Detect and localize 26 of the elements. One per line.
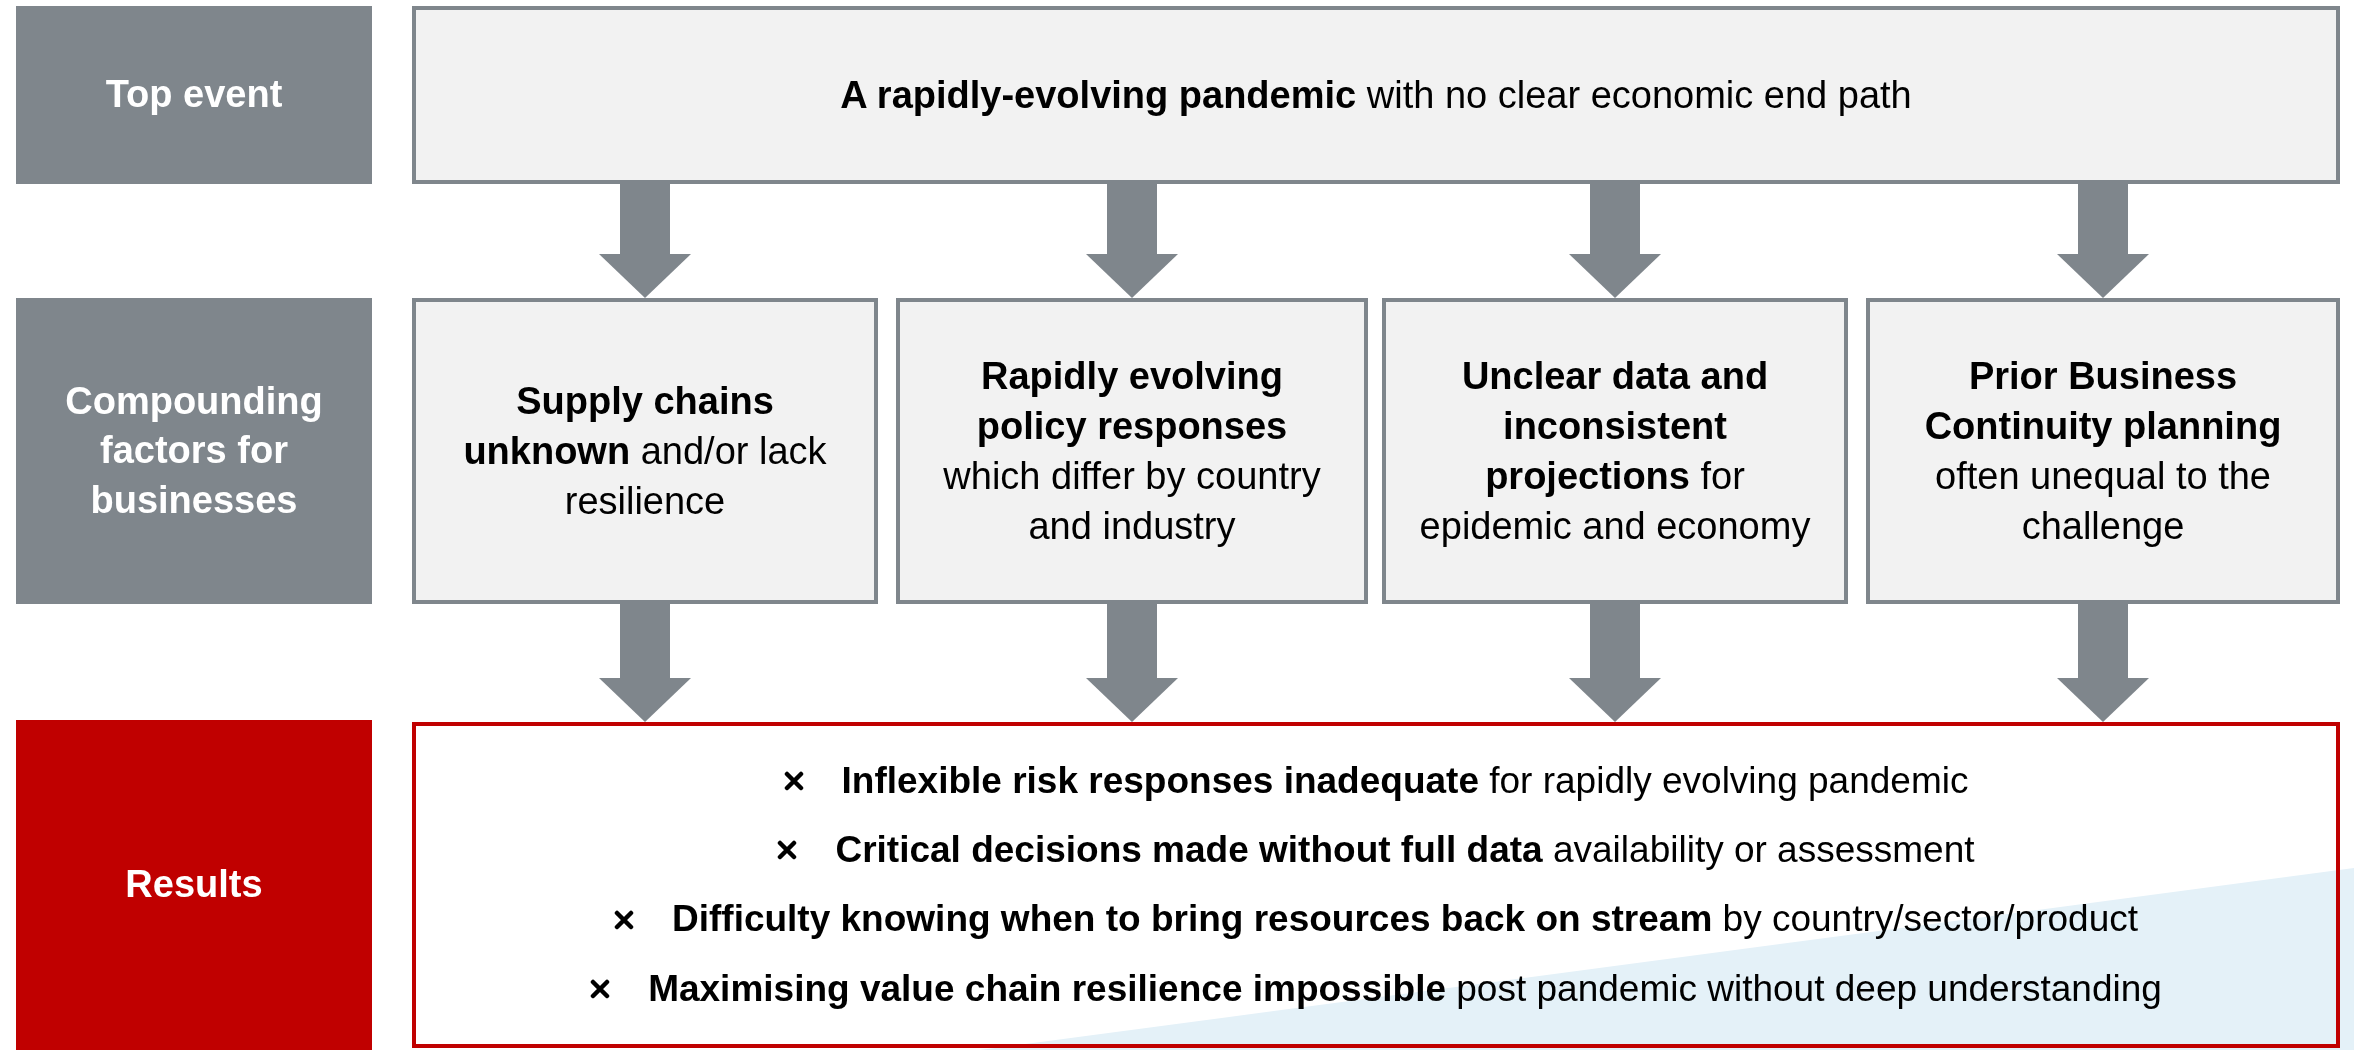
block-arrow xyxy=(2057,184,2149,298)
block-arrow xyxy=(1086,184,1178,298)
event-text: A rapidly-evolving pandemic with no clear economic end path xyxy=(840,72,1912,118)
factor-box xyxy=(1382,298,1848,604)
factor-text: Prior Business Continuity planning often unequal to the challenge xyxy=(1923,353,2283,550)
results-box xyxy=(412,722,2340,1048)
result-text: Difficulty knowing when to bring resources back on stream by country/sector/product xyxy=(672,897,2138,942)
row-header: Compounding factors for businesses xyxy=(16,298,372,604)
factor-box xyxy=(1866,298,2340,604)
block-arrow xyxy=(1569,184,1661,298)
factor-text: Supply chains unknown and/or lack resilience xyxy=(462,378,828,525)
result-text: Inflexible risk responses inadequate for rapidly evolving pandemic xyxy=(841,758,1969,803)
block-arrow xyxy=(599,184,691,298)
result-text: Maximising value chain resilience impossible post pandemic without deep understanding xyxy=(648,966,2162,1011)
factor-text: Rapidly evolving policy responses which differ by country and industry xyxy=(942,353,1322,550)
result-text: Critical decisions made without full data availability or assessment xyxy=(835,827,1975,872)
block-arrow xyxy=(2057,604,2149,722)
factor-box xyxy=(896,298,1368,604)
event-box xyxy=(412,6,2340,184)
block-arrow xyxy=(599,604,691,722)
block-arrow xyxy=(1569,604,1661,722)
factor-text: Unclear data and inconsistent projections for epidemic and economy xyxy=(1418,353,1812,550)
block-arrow xyxy=(1086,604,1178,722)
factor-box xyxy=(412,298,878,604)
row-header: Top event xyxy=(16,6,372,184)
row-header: Results xyxy=(16,720,372,1050)
